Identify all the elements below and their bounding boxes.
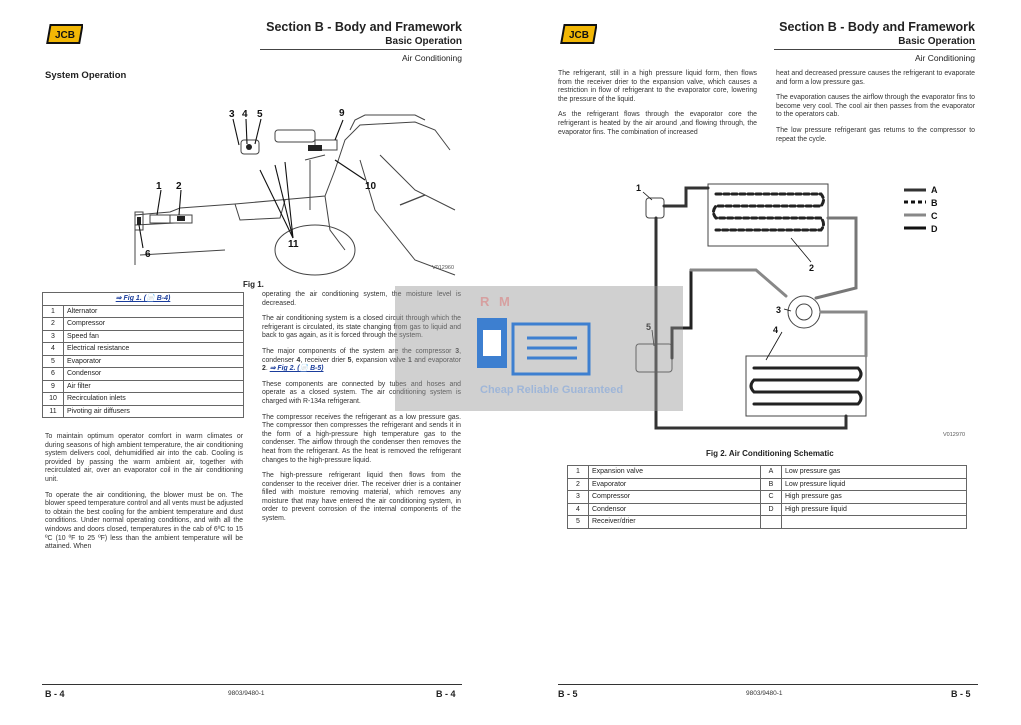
jcb-logo-text: JCB (569, 30, 589, 41)
right-col1-text: The refrigerant, still in a high pressur… (558, 70, 757, 144)
paragraph: The refrigerant, still in a high pressur… (558, 70, 757, 103)
paragraph: heat and decreased pressure causes the r… (776, 70, 975, 86)
fig1-parts-link-cell: ⇒ Fig 1. (📄 B-4) (42, 292, 244, 306)
footer-page-left: B - 5 (558, 689, 578, 699)
section-subtitle: Basic Operation (898, 36, 975, 47)
footer-page-left: B - 4 (45, 689, 65, 699)
fig2-caption: Fig 2. Air Conditioning Schematic (706, 449, 834, 458)
fig1-callout-9: 9 (339, 108, 345, 119)
fig2-callout-5: 5 (646, 322, 651, 332)
fig1-callout-6: 6 (145, 249, 151, 260)
fig1-callout-11: 11 (288, 239, 299, 250)
fig1-parts-link[interactable]: ⇒ Fig 1. (📄 B-4) (115, 295, 171, 303)
fig1-drawing-id: V012960 (432, 265, 455, 271)
fig2-callout-2: 2 (809, 263, 814, 273)
left-page: JCB Section B - Body and Framework Basic… (0, 0, 510, 725)
legend-c: C (931, 211, 938, 221)
page-heading: System Operation (45, 70, 127, 81)
fig1-callout-2: 2 (176, 181, 182, 192)
topic-label: Air Conditioning (914, 53, 975, 63)
header-rule (774, 49, 976, 50)
header-rule (260, 49, 462, 50)
footer-rule (558, 684, 978, 685)
footer-doc-number: 9803/9480-1 (228, 690, 265, 697)
paragraph: operating the air conditioning system, t… (262, 291, 461, 307)
fig1-tractor-drawing: 3 4 5 9 1 2 10 6 11 (134, 108, 456, 276)
left-col2-text: operating the air conditioning system, t… (262, 291, 461, 531)
fig2-drawing-id: V012970 (943, 432, 966, 438)
paragraph: These components are connected by tubes … (262, 380, 461, 405)
section-title: Section B - Body and Framework (266, 20, 462, 34)
topic-label: Air Conditioning (401, 53, 462, 63)
legend-d: D (931, 224, 938, 234)
paragraph: To operate the air conditioning, the blo… (45, 491, 243, 551)
fig1-caption: Fig 1. (243, 280, 264, 289)
footer-doc-number: 9803/9480-1 (746, 690, 783, 697)
section-title: Section B - Body and Framework (779, 20, 975, 34)
paragraph: The compressor receives the refrigerant … (262, 413, 461, 464)
footer-page-right: B - 5 (951, 689, 971, 699)
section-subtitle: Basic Operation (385, 36, 462, 47)
watermark-overlay: R M Cheap Reliable Guaranteed (395, 286, 683, 411)
fig1-callout-5: 5 (257, 109, 263, 120)
watermark-logo-icon (477, 318, 591, 376)
watermark-rm-text: R M (480, 294, 513, 309)
paragraph: The low pressure refrigerant gas returns… (776, 126, 975, 143)
jcb-logo-text: JCB (55, 30, 75, 41)
right-page: JCB Section B - Body and Framework Basic… (511, 0, 1021, 725)
footer-rule (42, 684, 462, 685)
fig1-callout-1: 1 (156, 181, 162, 192)
fig2-ac-schematic: 1 2 3 4 5 A B C D (635, 183, 938, 430)
legend-b: B (931, 198, 938, 208)
fig1-callout-10: 10 (365, 181, 377, 192)
paragraph-components: The major components of the system are t… (262, 347, 461, 373)
paragraph: The air conditioning system is a closed … (262, 315, 461, 340)
fig1-callout-4: 4 (242, 109, 248, 120)
left-col1-text: To maintain optimum operator comfort in … (45, 433, 243, 559)
fig2-callout-1: 1 (636, 183, 641, 193)
paragraph: The evaporation causes the airflow throu… (776, 94, 975, 119)
jcb-logo: JCB (560, 24, 597, 44)
jcb-logo: JCB (46, 24, 83, 44)
fig2-link[interactable]: ⇒ Fig 2. (📄 B-5) (269, 365, 324, 373)
watermark-tagline: Cheap Reliable Guaranteed (480, 384, 624, 396)
legend-a: A (931, 185, 938, 195)
paragraph: The high-pressure refrigerant liquid the… (262, 472, 461, 523)
paragraph: To maintain optimum operator comfort in … (45, 433, 243, 483)
fig1-callout-3: 3 (229, 109, 235, 120)
right-col2-text: heat and decreased pressure causes the r… (776, 70, 975, 151)
fig2-callout-3: 3 (776, 305, 781, 315)
footer-page-right: B - 4 (436, 689, 456, 699)
paragraph: As the refrigerant flows through the eva… (558, 111, 757, 136)
fig2-callout-4: 4 (773, 325, 778, 335)
